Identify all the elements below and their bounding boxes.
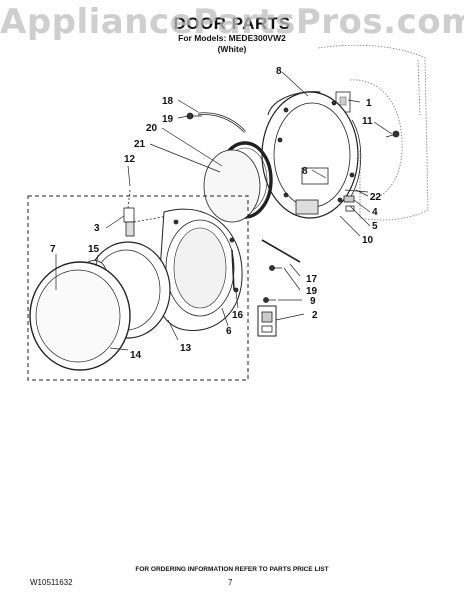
callout-19b: 19 [306, 286, 318, 297]
callout-14: 14 [130, 350, 142, 361]
document-number: W10511632 [30, 578, 73, 587]
callout-11: 11 [362, 116, 373, 127]
inner-door [157, 208, 243, 331]
callout-5: 5 [372, 221, 378, 232]
watermark: AppliancePartsPros.com [0, 2, 464, 42]
callout-17: 17 [306, 274, 318, 285]
callout-20: 20 [146, 123, 158, 134]
page-number: 7 [228, 578, 233, 587]
outer-door [29, 261, 131, 371]
callout-15: 15 [88, 244, 100, 255]
color-line: (White) [217, 44, 247, 54]
door-frame-ring [261, 91, 362, 219]
rod-17 [261, 239, 301, 263]
callout-3: 3 [94, 223, 100, 234]
callout-21: 21 [134, 139, 146, 150]
callout-7: 7 [50, 244, 56, 255]
latch-strike [123, 207, 135, 237]
callout-4: 4 [372, 207, 378, 218]
screw-11 [385, 130, 400, 138]
callout-1: 1 [366, 98, 372, 109]
callout-10: 10 [362, 235, 374, 246]
callout-8a: 8 [276, 66, 282, 77]
callout-16: 16 [232, 310, 244, 321]
callout-2: 2 [312, 310, 318, 321]
screw-19b [269, 265, 282, 271]
callout-19a: 19 [162, 114, 174, 125]
callout-12: 12 [124, 154, 136, 165]
callout-6: 6 [226, 326, 232, 337]
models-line: For Models: MEDE300VW2 [178, 33, 286, 43]
inner-glass [203, 149, 261, 223]
callout-13: 13 [180, 343, 192, 354]
callout-8b: 8 [302, 166, 308, 177]
callout-18: 18 [162, 96, 174, 107]
callout-22: 22 [370, 192, 382, 203]
ordering-note: FOR ORDERING INFORMATION REFER TO PARTS … [135, 566, 329, 573]
cabinet-outline [317, 44, 429, 221]
screw-9 [263, 297, 276, 303]
cabinet-opening [349, 79, 403, 201]
callout-9: 9 [310, 296, 316, 307]
page-title: DOOR PARTS [173, 14, 291, 33]
door-latch [257, 305, 277, 337]
door-assembly-box [27, 195, 249, 381]
